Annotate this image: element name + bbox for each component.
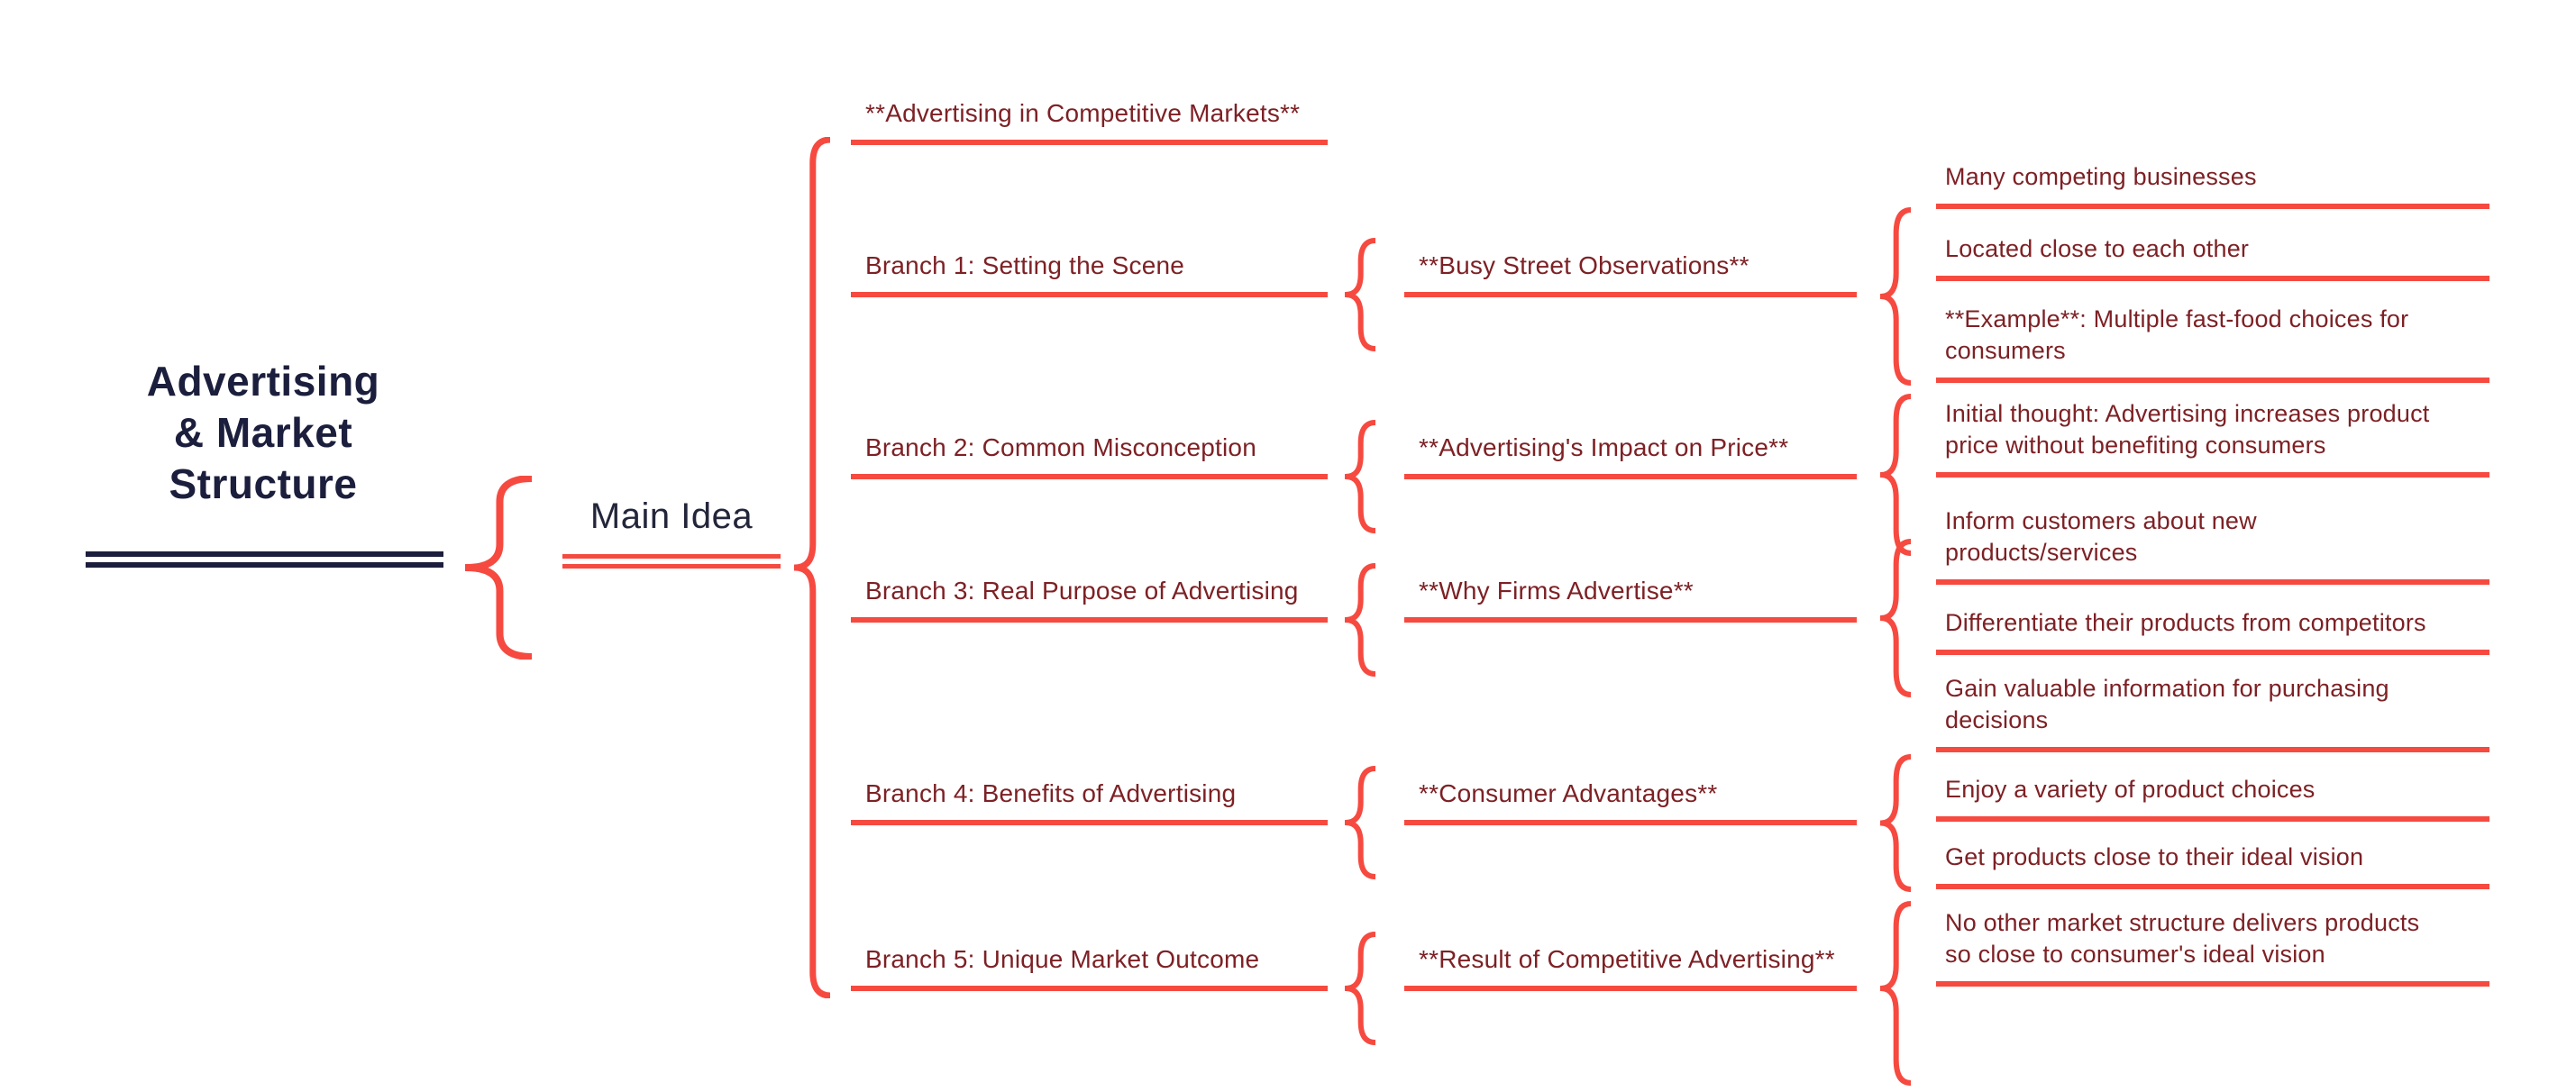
brace-leaves-5-icon xyxy=(1880,901,1911,1086)
brace-leaves-4-icon xyxy=(1880,754,1911,892)
brace-branch-1-icon xyxy=(1345,238,1375,351)
brace-main-idea-icon xyxy=(794,137,830,998)
leaf-located-close: Located close to each other xyxy=(1936,233,2489,281)
brace-leaves-1-icon xyxy=(1880,207,1911,386)
topic-advertising-competitive-markets: **Advertising in Competitive Markets** xyxy=(851,97,1328,145)
leaf-gain-information: Gain valuable information for purchasing… xyxy=(1936,673,2489,752)
branch-3-label: Branch 3: Real Purpose of Advertising xyxy=(851,575,1328,623)
main-idea-underline xyxy=(562,554,781,569)
root-topic-underline xyxy=(86,551,443,568)
branch-1-topic: **Busy Street Observations** xyxy=(1404,250,1857,297)
branch-5-topic: **Result of Competitive Advertising** xyxy=(1404,943,1857,991)
brace-branch-2-icon xyxy=(1345,420,1375,533)
leaf-initial-thought: Initial thought: Advertising increases p… xyxy=(1936,398,2489,478)
leaf-inform-customers: Inform customers about new products/serv… xyxy=(1936,505,2489,585)
brace-branch-5-icon xyxy=(1345,932,1375,1045)
brace-branch-4-icon xyxy=(1345,766,1375,879)
branch-2-topic: **Advertising's Impact on Price** xyxy=(1404,432,1857,479)
branch-4-topic: **Consumer Advantages** xyxy=(1404,778,1857,825)
leaf-enjoy-variety: Enjoy a variety of product choices xyxy=(1936,774,2489,822)
branch-4-label: Branch 4: Benefits of Advertising xyxy=(851,778,1328,825)
main-idea-label: Main Idea xyxy=(589,496,754,536)
brace-leaves-2-icon xyxy=(1880,394,1911,556)
branch-2-label: Branch 2: Common Misconception xyxy=(851,432,1328,479)
brace-leaves-3-icon xyxy=(1880,539,1911,697)
leaf-example-fast-food: **Example**: Multiple fast-food choices … xyxy=(1936,304,2489,383)
root-topic-title: Advertising & Market Structure xyxy=(146,358,380,507)
brace-branch-3-icon xyxy=(1345,563,1375,677)
leaf-differentiate-products: Differentiate their products from compet… xyxy=(1936,607,2489,655)
leaf-no-other-market-structure: No other market structure delivers produ… xyxy=(1936,907,2489,987)
branch-1-label: Branch 1: Setting the Scene xyxy=(851,250,1328,297)
leaf-ideal-vision: Get products close to their ideal vision xyxy=(1936,842,2489,889)
branch-3-topic: **Why Firms Advertise** xyxy=(1404,575,1857,623)
branch-5-label: Branch 5: Unique Market Outcome xyxy=(851,943,1328,991)
brace-root-icon xyxy=(465,476,532,660)
leaf-many-competing-businesses: Many competing businesses xyxy=(1936,161,2489,209)
